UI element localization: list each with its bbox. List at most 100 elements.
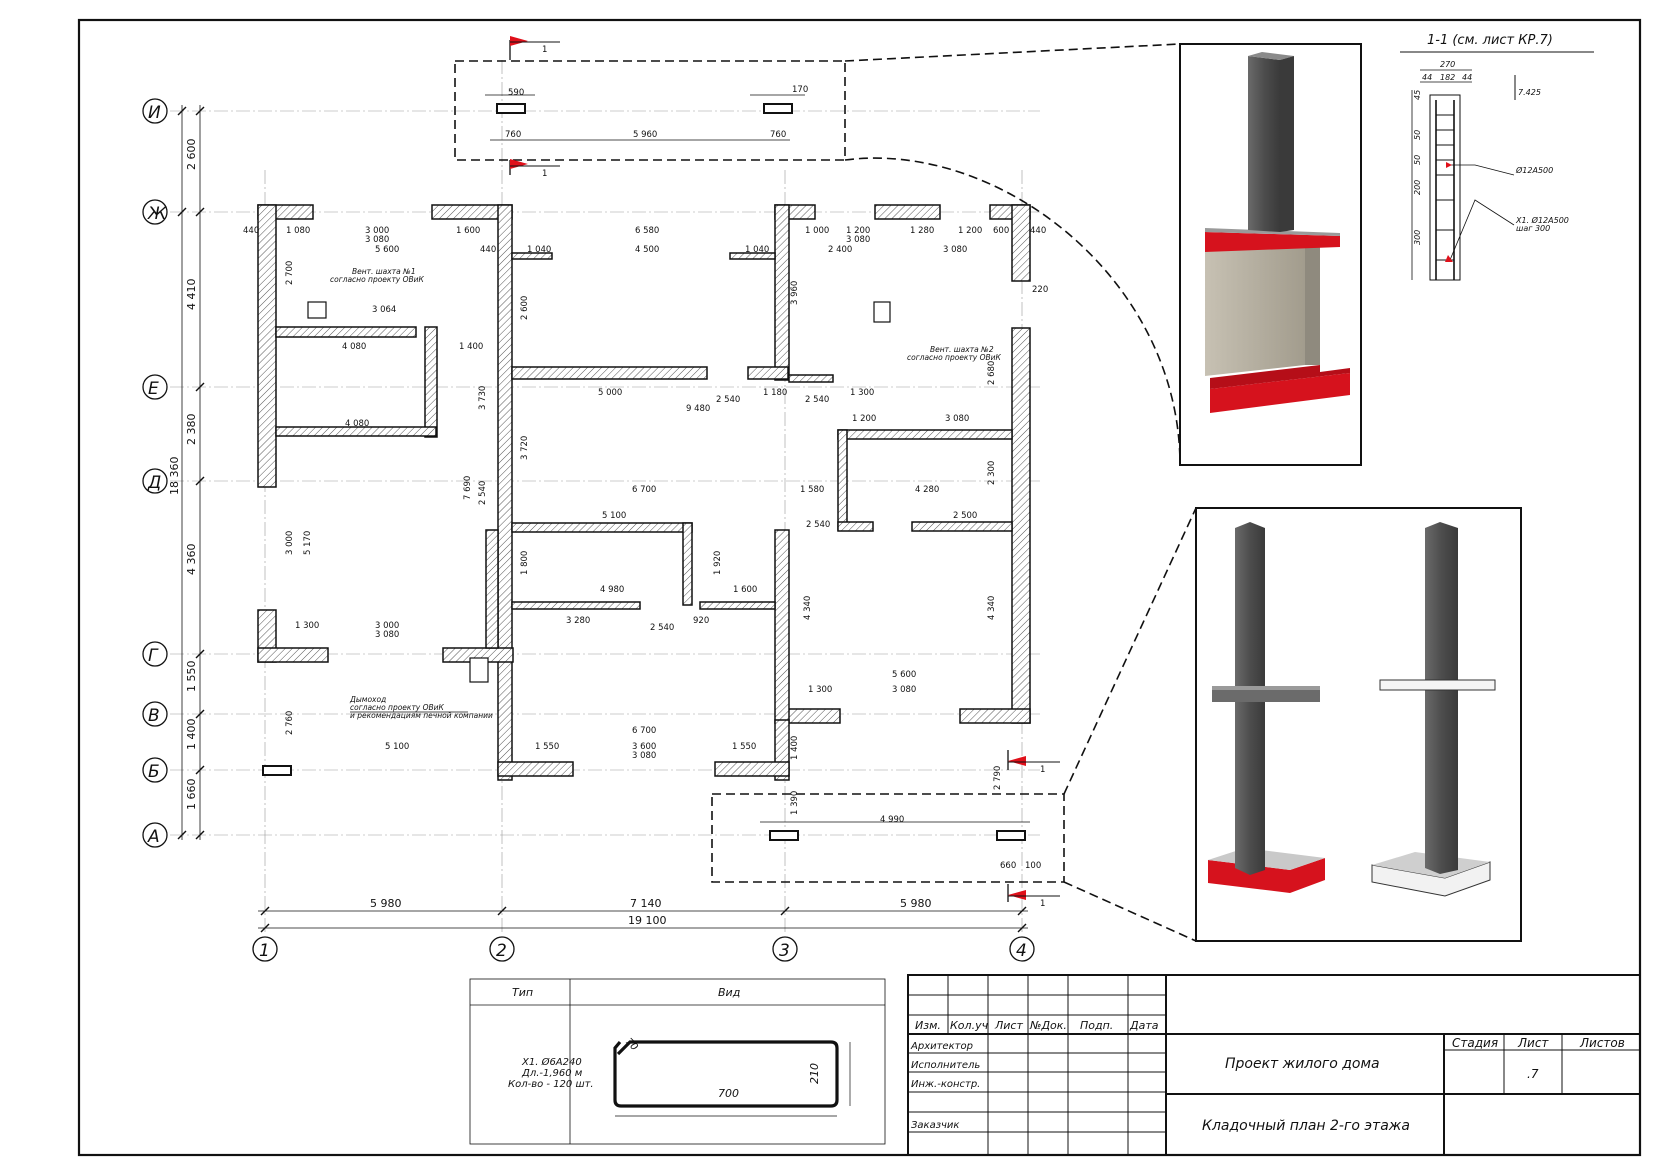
plan-dim: 3 960 [790,281,800,305]
dim-bottom-7140: 7 140 [630,897,662,910]
section-reinforcement [1411,69,1516,281]
dim-left-1400: 1 400 [185,719,198,751]
plan-dim: 1 080 [286,226,310,236]
plan-dim: 4 980 [600,585,624,595]
svg-text:Изм.: Изм. [915,1019,941,1032]
plan-dim: 3 080 [945,414,969,424]
plan-dim: 3 720 [520,436,530,460]
svg-text:45: 45 [1413,90,1422,100]
plan-dim: 590 [508,88,524,98]
plan-dim: 600 [993,226,1009,236]
plan-dim: 5 960 [633,130,657,140]
chimney-note: Дымоход согласно проекту ОВиК и рекоменд… [349,695,493,720]
svg-text:50: 50 [1413,155,1422,165]
svg-text:50: 50 [1413,130,1422,140]
svg-text:Лист: Лист [994,1019,1023,1032]
plan-dim: 1 600 [733,585,757,595]
axis-letter-V: В [148,706,160,726]
axis-number-4: 4 [1016,941,1027,961]
plan-dim: 6 700 [632,726,656,736]
plan-dim: 1 040 [745,245,769,255]
svg-text:Инж.-констр.: Инж.-констр. [911,1079,980,1090]
rebar-table-header-type: Тип [512,986,533,999]
vent-note-1: Вент. шахта №1 согласно проекту ОВиК [330,267,425,284]
sheet-label: Лист [1517,1036,1549,1050]
axis-number-1: 1 [259,941,270,961]
svg-text:44: 44 [1422,73,1432,82]
stage-label: Стадия [1452,1036,1498,1050]
svg-text:44: 44 [1462,73,1472,82]
svg-text:Вент. шахта №1: Вент. шахта №1 [352,267,416,276]
svg-text:Архитектор: Архитектор [910,1041,973,1052]
plan-dim: 760 [770,130,786,140]
plan-dim: 5 600 [892,670,916,680]
plan-dim: 1 920 [713,551,723,575]
plan-dim: 3 000 [365,226,389,236]
plan-dim: 1 280 [910,226,934,236]
plan-vertical-dimensions: 2 700 3 960 2 600 2 680 3 730 3 720 7 69… [285,261,1003,815]
plan-dim: 5 100 [602,511,626,521]
plan-dim: 3 730 [478,386,488,410]
section-marker-label: 1 [1040,765,1045,775]
vent-note-2: Вент. шахта №2 согласно проекту ОВиК [907,345,1002,362]
column-block-B [262,765,292,776]
detail-box-bottom [711,793,1065,883]
plan-dim: 1 300 [295,621,319,631]
plan-dim: 6 580 [635,226,659,236]
svg-text:Кол-во - 120 шт.: Кол-во - 120 шт. [508,1079,594,1090]
plan-dim: 3 600 [632,742,656,752]
plan-dim: 1 800 [520,551,530,575]
plan-dim: 1 200 [852,414,876,424]
plan-dim: 2 300 [987,461,997,485]
left-dimension-lines [177,105,205,840]
plan-dim: 5 170 [303,531,313,555]
plan-dim: 220 [1032,285,1048,295]
dim-bottom-total: 19 100 [628,914,667,927]
vent-shafts [307,301,891,683]
plan-dim: 4 080 [342,342,366,352]
axis-letter-B: Б [148,762,160,782]
plan-dim: 1 580 [800,485,824,495]
plan-dim: 2 790 [993,766,1003,790]
svg-text:270: 270 [1440,60,1455,69]
svg-text:Вент. шахта №2: Вент. шахта №2 [930,345,994,354]
rebar-dim-70: 70 [623,1036,640,1053]
section-leaders [1445,162,1515,262]
sheet-number: .7 [1527,1067,1539,1081]
plan-dim: 2 400 [828,245,852,255]
svg-text:согласно проекту ОВиК: согласно проекту ОВиК [330,275,425,284]
plan-dim: 4 500 [635,245,659,255]
column-render-1 [1205,52,1350,413]
axis-letter-G: Г [148,646,159,666]
plan-dim: 2 700 [285,261,295,285]
plan-dim: 3 080 [632,751,656,761]
letter-axis-bubbles [142,98,168,848]
axis-number-2: 2 [496,941,507,961]
column-render-3 [1371,522,1496,897]
svg-text:Подп.: Подп. [1080,1019,1113,1032]
column-blocks-top [496,103,793,114]
plan-dim: 100 [1025,861,1041,871]
rebar-dim-210: 210 [808,1063,821,1084]
svg-text:согласно проекту ОВиК: согласно проекту ОВиК [907,353,1002,362]
axis-letter-A: А [147,827,160,847]
rebar-type-text: Х1. Ø6А240 Дл.-1,960 м Кол-во - 120 шт. [508,1056,594,1090]
svg-text:Дл.-1,960 м: Дл.-1,960 м [521,1068,583,1079]
dim-left-1550: 1 550 [185,661,198,693]
section-labels: 270 44 182 44 7.425 45 50 50 200 300 Ø12… [1413,60,1569,245]
plan-dim: 3 000 [285,531,295,555]
plan-dim: 7 690 [463,476,473,500]
plan-dim: 2 500 [953,511,977,521]
svg-text:Х1. Ø6А240: Х1. Ø6А240 [521,1056,582,1068]
plan-dim: 1 200 [958,226,982,236]
svg-text:Исполнитель: Исполнитель [911,1060,980,1071]
bottom-dimension-lines [258,906,1028,933]
plan-dim: 4 280 [915,485,939,495]
axis-letter-I: И [148,103,161,123]
plan-dim: 1 000 [805,226,829,236]
svg-text:Кол.уч: Кол.уч [950,1019,989,1032]
plan-dim: 1 300 [850,388,874,398]
column-blocks-bottom [769,830,1026,841]
column-render-2 [1208,522,1325,893]
plan-dim: 170 [792,85,808,95]
